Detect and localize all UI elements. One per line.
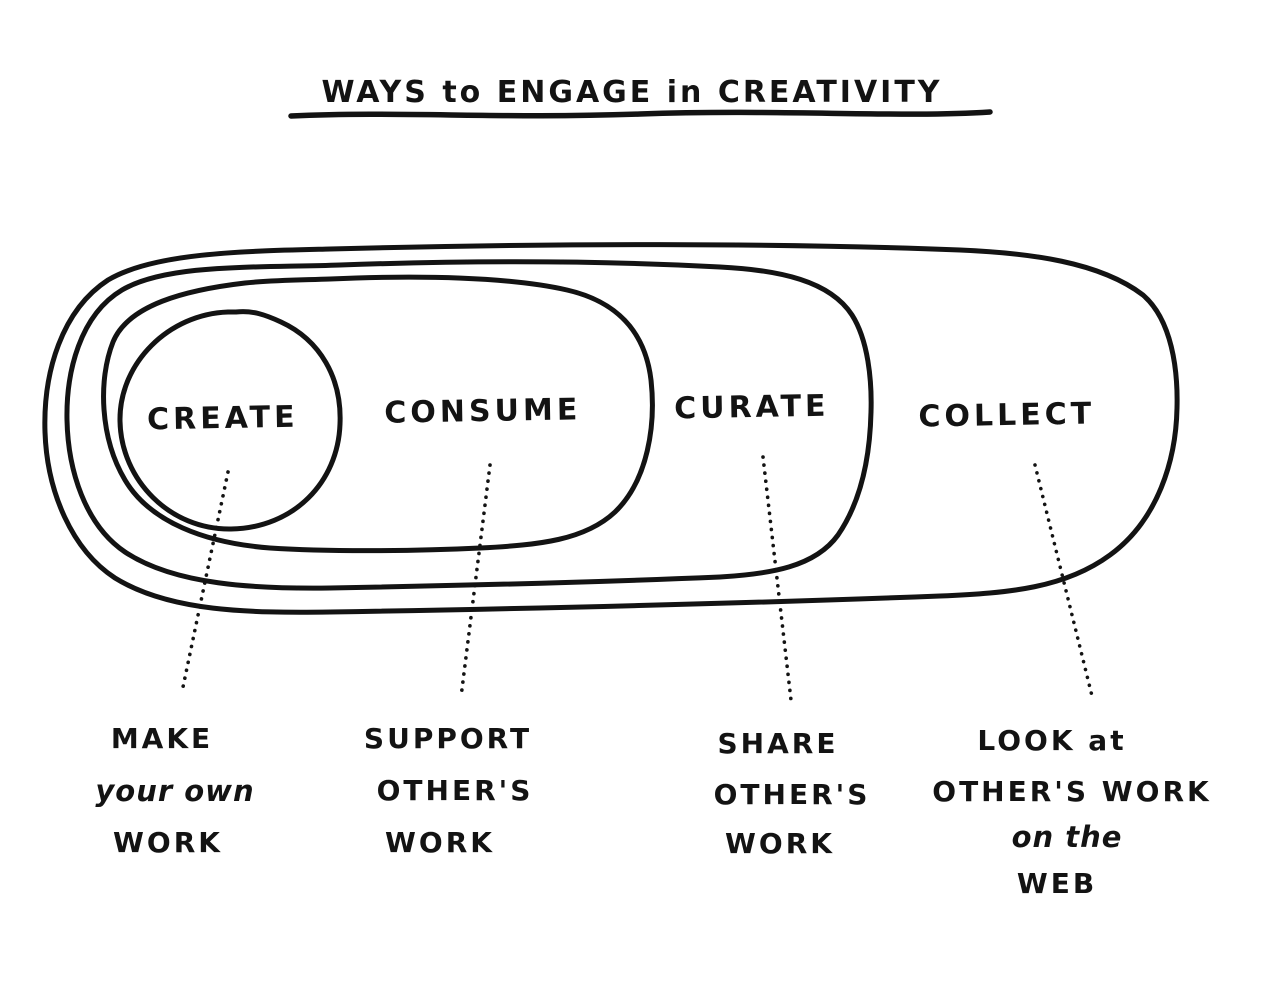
ring-label-create: CREATE bbox=[147, 400, 299, 438]
desc-consume-line-1: OTHER'S bbox=[377, 774, 534, 807]
desc-collect: LOOK at OTHER'S WORK on the WEB bbox=[932, 724, 1211, 900]
desc-create-line-1: your own bbox=[95, 774, 254, 808]
desc-create-line-0: MAKE bbox=[111, 722, 213, 755]
desc-create-line-2: WORK bbox=[113, 826, 223, 859]
ring-label-consume: CONSUME bbox=[384, 392, 582, 430]
ring-label-collect: COLLECT bbox=[918, 396, 1095, 434]
desc-consume: SUPPORT OTHER'S WORK bbox=[364, 722, 534, 859]
ring-curate bbox=[64, 259, 874, 591]
desc-collect-line-3: WEB bbox=[1017, 867, 1097, 900]
desc-curate: SHARE OTHER'S WORK bbox=[714, 727, 871, 860]
leader-line-consume bbox=[459, 463, 492, 699]
diagram-title: WAYS to ENGAGE in CREATIVITY bbox=[321, 75, 942, 110]
leader-line-collect bbox=[1033, 463, 1095, 702]
desc-curate-line-1: OTHER'S bbox=[714, 778, 871, 811]
leader-line-curate bbox=[761, 455, 793, 702]
desc-consume-line-0: SUPPORT bbox=[364, 722, 532, 755]
ring-collect bbox=[42, 242, 1180, 615]
desc-consume-line-2: WORK bbox=[385, 826, 495, 859]
ring-create bbox=[117, 309, 343, 532]
desc-collect-line-1: OTHER'S WORK bbox=[932, 775, 1211, 808]
ring-consume bbox=[101, 274, 655, 554]
title-underline bbox=[288, 109, 993, 119]
ring-label-curate: CURATE bbox=[674, 389, 830, 427]
desc-curate-line-2: WORK bbox=[725, 827, 835, 860]
desc-curate-line-0: SHARE bbox=[718, 727, 839, 760]
desc-create: MAKE your own WORK bbox=[95, 722, 254, 859]
desc-collect-line-0: LOOK at bbox=[977, 724, 1126, 757]
desc-collect-line-2: on the bbox=[1012, 820, 1123, 854]
